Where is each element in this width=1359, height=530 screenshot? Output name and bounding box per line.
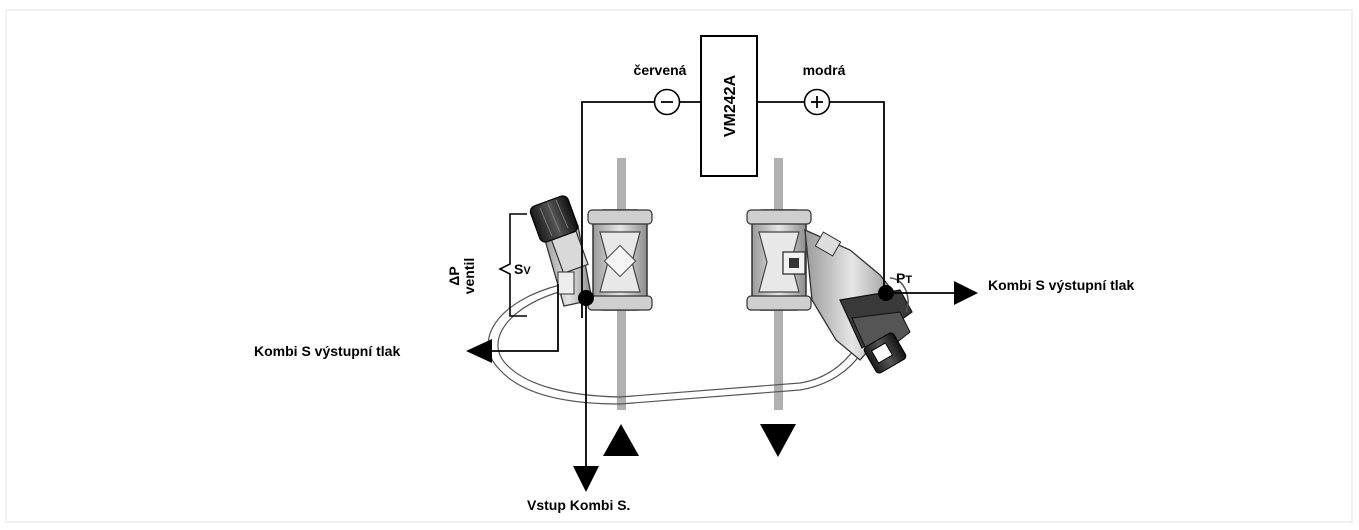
- outlet-right-arrow: [886, 281, 978, 305]
- pt-label-main: P: [896, 270, 905, 286]
- plus-terminal: [803, 88, 831, 116]
- sv-label-main: S: [514, 261, 523, 277]
- sv-label-sub: V: [523, 265, 531, 277]
- flow-up-triangle: [603, 424, 639, 456]
- vm242a-device-box: [700, 35, 758, 177]
- flow-down-triangle: [760, 424, 796, 457]
- capillary-tube: [487, 284, 863, 405]
- outlet-right-label: Kombi S výstupní tlak: [988, 277, 1134, 293]
- left-valve-body: [587, 209, 653, 311]
- inlet-label: Vstup Kombi S.: [527, 497, 630, 513]
- pt-label: PT: [896, 270, 912, 286]
- dp-valve-label-line2: ventil: [461, 258, 477, 295]
- outlet-left-label: Kombi S výstupní tlak: [254, 343, 400, 359]
- minus-terminal: [653, 88, 681, 116]
- vm242a-label: VM242A: [722, 74, 739, 137]
- inlet-arrow: [573, 298, 599, 492]
- frame-border: [5, 9, 1353, 523]
- dp-valve: [529, 195, 593, 307]
- pt-label-sub: T: [905, 274, 912, 286]
- dp-valve-label-line1: ΔP: [446, 266, 462, 285]
- wire-right-label: modrá: [803, 62, 846, 78]
- sv-label: SV: [514, 261, 531, 277]
- outlet-left-arrow: [466, 284, 559, 363]
- right-valve-handwheel: [839, 277, 913, 374]
- wire-left-label: červená: [634, 62, 687, 78]
- dp-bracket: [498, 213, 527, 317]
- wiring: [581, 101, 885, 318]
